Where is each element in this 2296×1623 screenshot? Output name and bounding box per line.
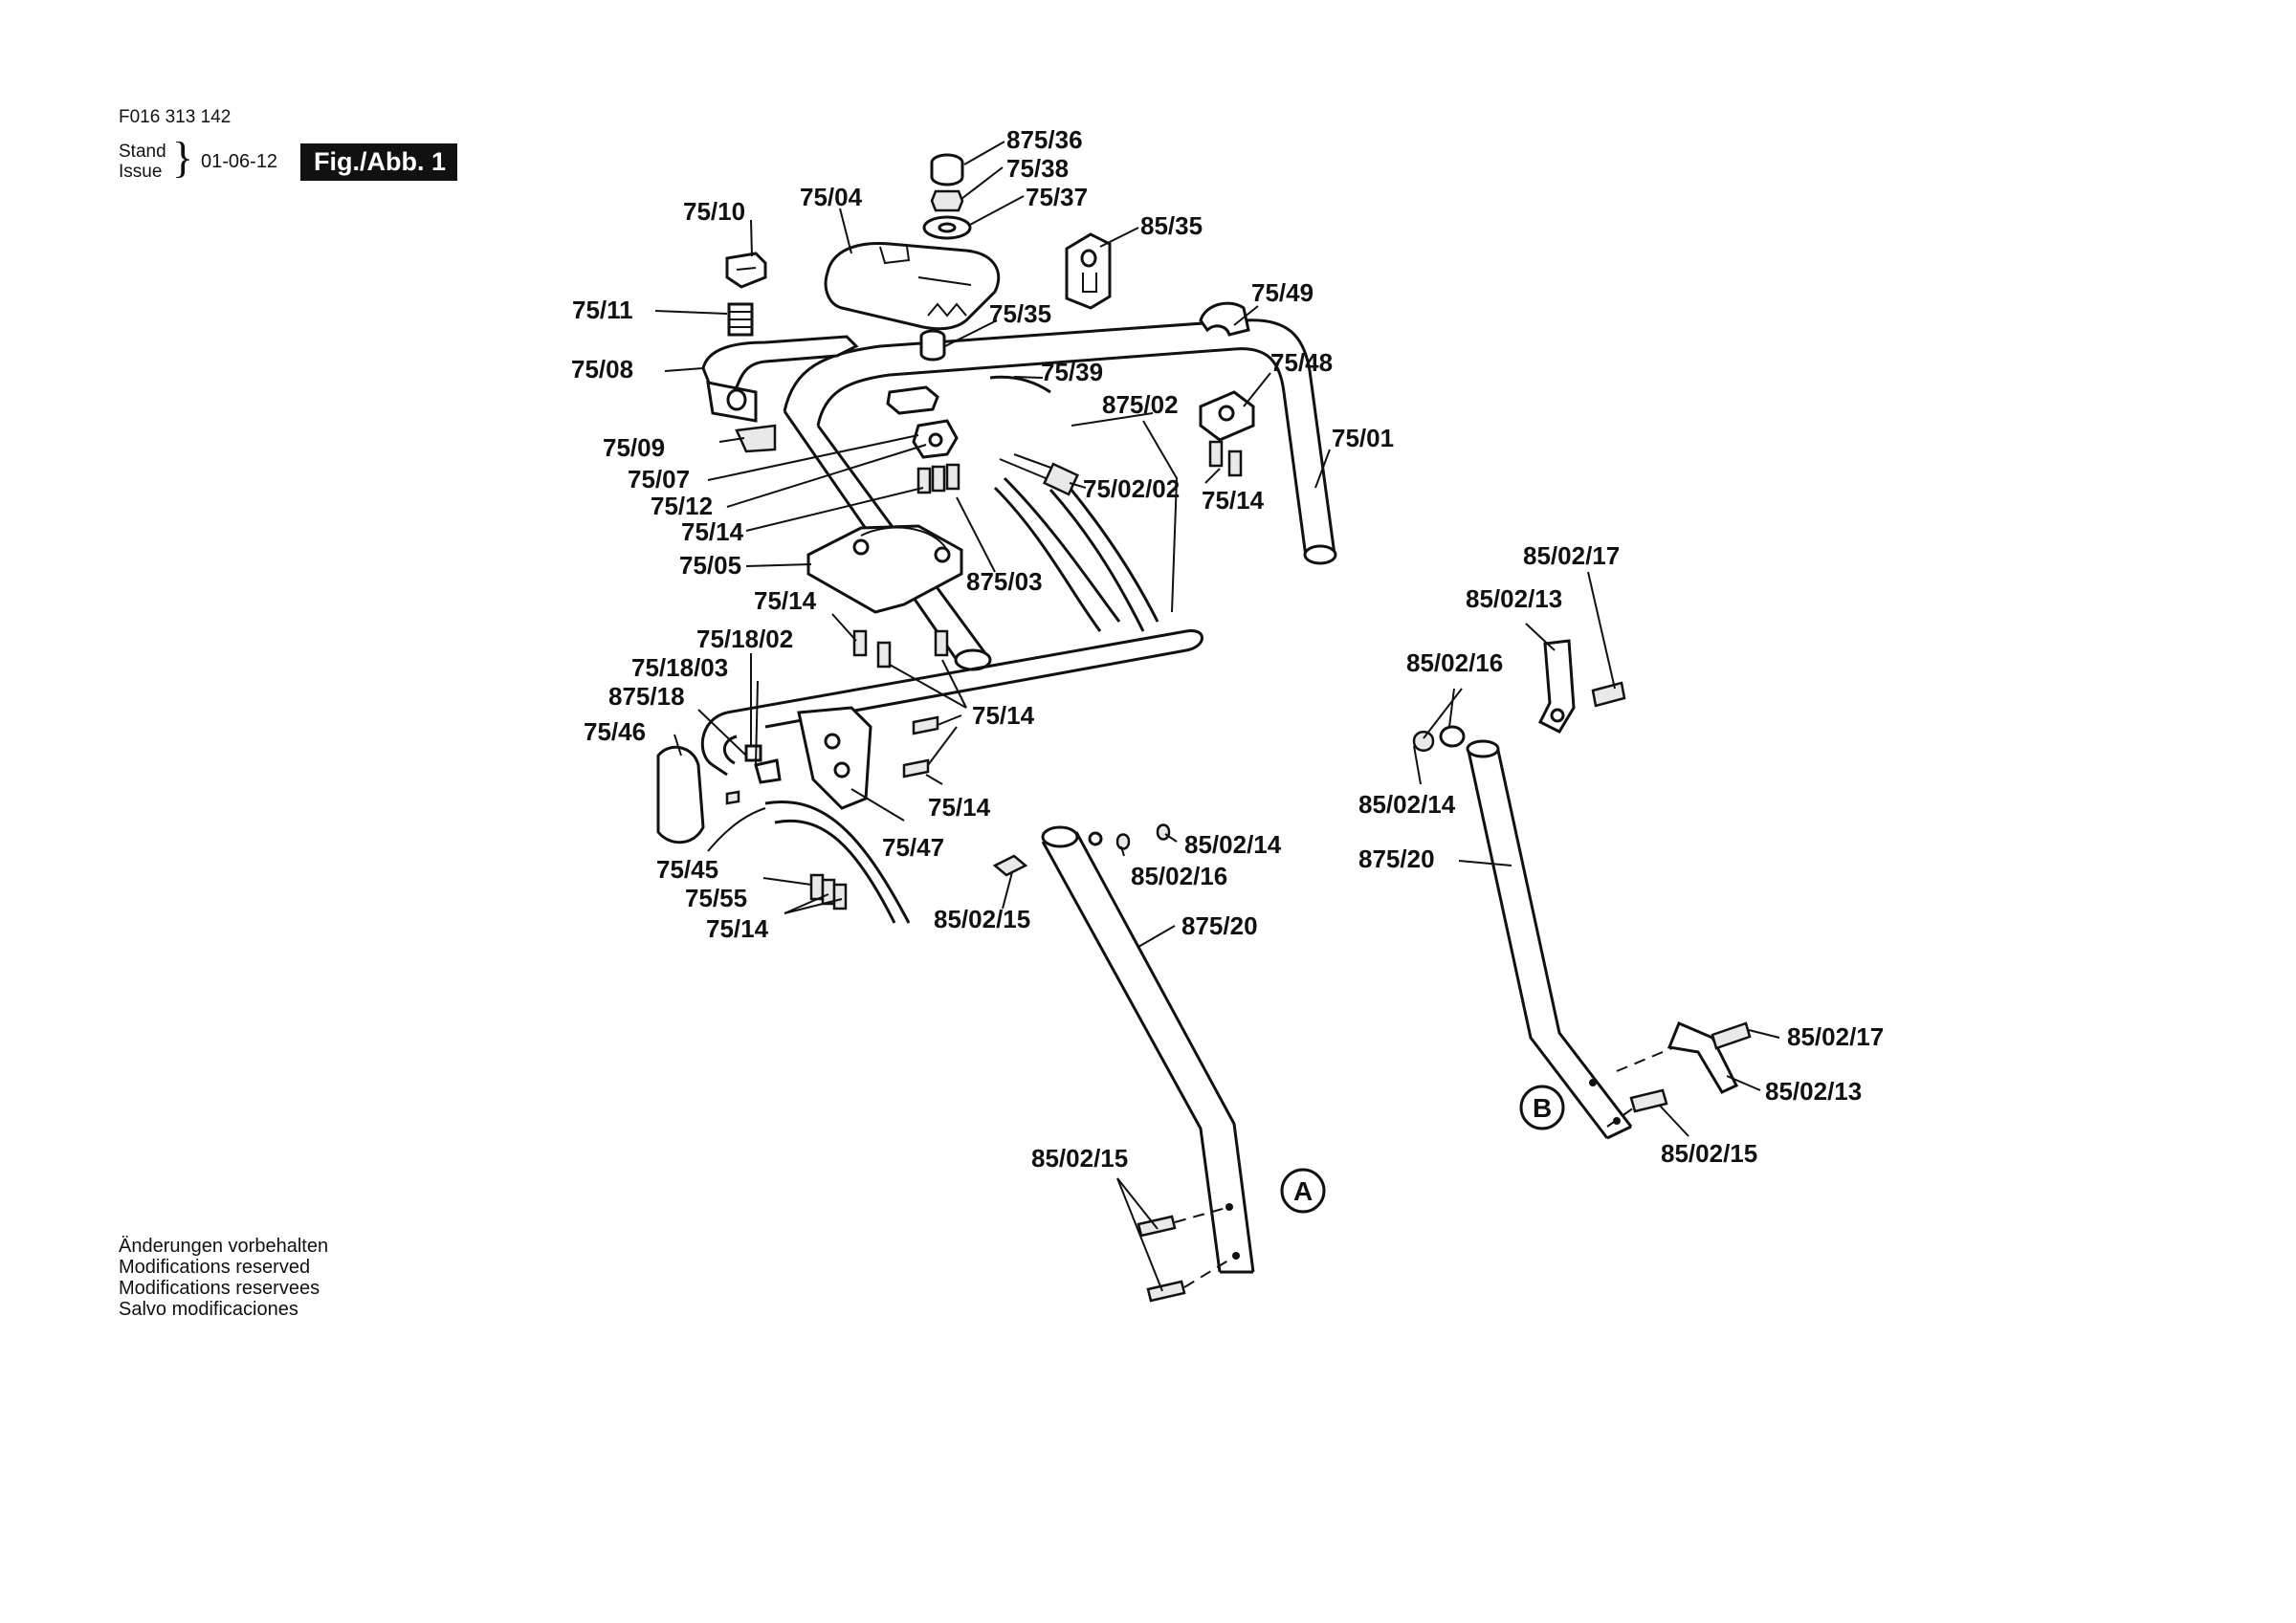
- label-75-10: 75/10: [683, 197, 745, 226]
- lower-housing-drawing: [806, 524, 963, 614]
- housing-cover-drawing: [824, 241, 1001, 331]
- label-75-02-02: 75/02/02: [1083, 474, 1180, 503]
- lower-tube-b-drawing: [1412, 639, 1752, 1140]
- label-85-02-16-a: 85/02/16: [1131, 862, 1227, 890]
- figure-label: Fig./Abb. 1: [300, 143, 457, 181]
- label-75-48: 75/48: [1270, 348, 1333, 377]
- brace-glyph: }: [172, 133, 194, 182]
- label-85-02-15-c: 85/02/15: [1661, 1139, 1757, 1168]
- clamp-drawing: [1199, 301, 1255, 442]
- label-75-35: 75/35: [989, 299, 1051, 328]
- label-75-14-lower: 75/14: [754, 586, 817, 615]
- part-labels: 875/36 75/38 75/37 85/35 75/04 75/10 75/…: [571, 125, 1884, 1173]
- callout-a-letter: A: [1293, 1176, 1313, 1206]
- label-75-12: 75/12: [651, 492, 713, 520]
- label-75-14-bottom: 75/14: [928, 793, 991, 822]
- label-75-04: 75/04: [800, 183, 863, 211]
- leader-lines: [654, 141, 1780, 1292]
- label-75-09: 75/09: [603, 433, 665, 462]
- label-75-18-03: 75/18/03: [631, 653, 728, 682]
- label-75-18-02: 75/18/02: [696, 625, 793, 653]
- label-75-38: 75/38: [1006, 154, 1069, 183]
- label-75-46: 75/46: [584, 717, 646, 746]
- label-875-36: 875/36: [1006, 125, 1083, 154]
- label-75-11: 75/11: [572, 296, 633, 324]
- label-75-14-base: 75/14: [706, 914, 769, 943]
- cable-drawing: [764, 453, 1159, 924]
- issue-label: Issue: [119, 162, 163, 182]
- label-85-02-14-a: 85/02/14: [1184, 830, 1282, 859]
- label-85-02-16-b: 85/02/16: [1406, 648, 1503, 677]
- label-875-02: 875/02: [1102, 390, 1179, 419]
- label-875-03: 875/03: [966, 567, 1043, 596]
- callout-b: B: [1519, 1085, 1565, 1130]
- label-75-39: 75/39: [1041, 358, 1103, 386]
- label-85-02-14-b: 85/02/14: [1358, 790, 1456, 819]
- cross-tube-drawing: [700, 629, 1203, 777]
- label-85-02-17-a: 85/02/17: [1523, 541, 1620, 570]
- label-875-20-b: 875/20: [1358, 844, 1435, 873]
- stand-label: Stand: [119, 142, 166, 162]
- bracket-parts-drawing: [735, 385, 959, 459]
- document-number: F016 313 142: [119, 107, 232, 127]
- label-75-14-side: 75/14: [972, 701, 1035, 730]
- label-85-02-15-a: 85/02/15: [934, 905, 1030, 933]
- label-75-47: 75/47: [882, 833, 944, 862]
- knob-75-35-drawing: [919, 329, 946, 362]
- note-french: Modifications reservees: [119, 1278, 320, 1299]
- label-875-20-a: 875/20: [1181, 911, 1258, 940]
- callout-a: A: [1280, 1168, 1326, 1214]
- label-75-37: 75/37: [1026, 183, 1088, 211]
- footer-notes: Änderungen vorbehalten Modifications res…: [119, 1236, 328, 1320]
- label-85-35: 85/35: [1140, 211, 1203, 240]
- clip-85-35-drawing: [1065, 232, 1112, 310]
- label-75-14-right: 75/14: [1202, 486, 1265, 515]
- screws-drawing: [809, 440, 1243, 910]
- lower-tube-a-drawing: [992, 823, 1255, 1303]
- label-85-02-15-b: 85/02/15: [1031, 1144, 1128, 1173]
- label-85-02-17-b: 85/02/17: [1787, 1022, 1884, 1051]
- label-75-45: 75/45: [656, 855, 718, 884]
- label-75-07: 75/07: [628, 465, 690, 493]
- label-875-18: 875/18: [608, 682, 685, 711]
- label-75-08: 75/08: [571, 355, 633, 384]
- label-75-14-center: 75/14: [681, 517, 744, 546]
- side-bracket-drawing: [656, 706, 872, 844]
- label-85-02-13-a: 85/02/13: [1466, 584, 1562, 613]
- label-75-01: 75/01: [1332, 424, 1394, 452]
- note-english: Modifications reserved: [119, 1257, 311, 1278]
- stand-issue-label: Stand Issue: [119, 142, 166, 182]
- label-75-05: 75/05: [679, 551, 741, 580]
- label-75-49: 75/49: [1251, 278, 1314, 307]
- note-spanish: Salvo modificaciones: [119, 1299, 298, 1320]
- handle-bar-drawing: [783, 318, 1337, 671]
- knob-stack-drawing: [922, 153, 972, 240]
- callout-b-letter: B: [1533, 1093, 1552, 1123]
- label-75-55: 75/55: [685, 884, 747, 912]
- note-german: Änderungen vorbehalten: [119, 1236, 329, 1257]
- issue-date: 01-06-12: [201, 151, 278, 172]
- lever-assembly-drawing: [701, 252, 859, 423]
- label-85-02-13-b: 85/02/13: [1765, 1077, 1862, 1106]
- sleeve-drawing: [989, 375, 1051, 394]
